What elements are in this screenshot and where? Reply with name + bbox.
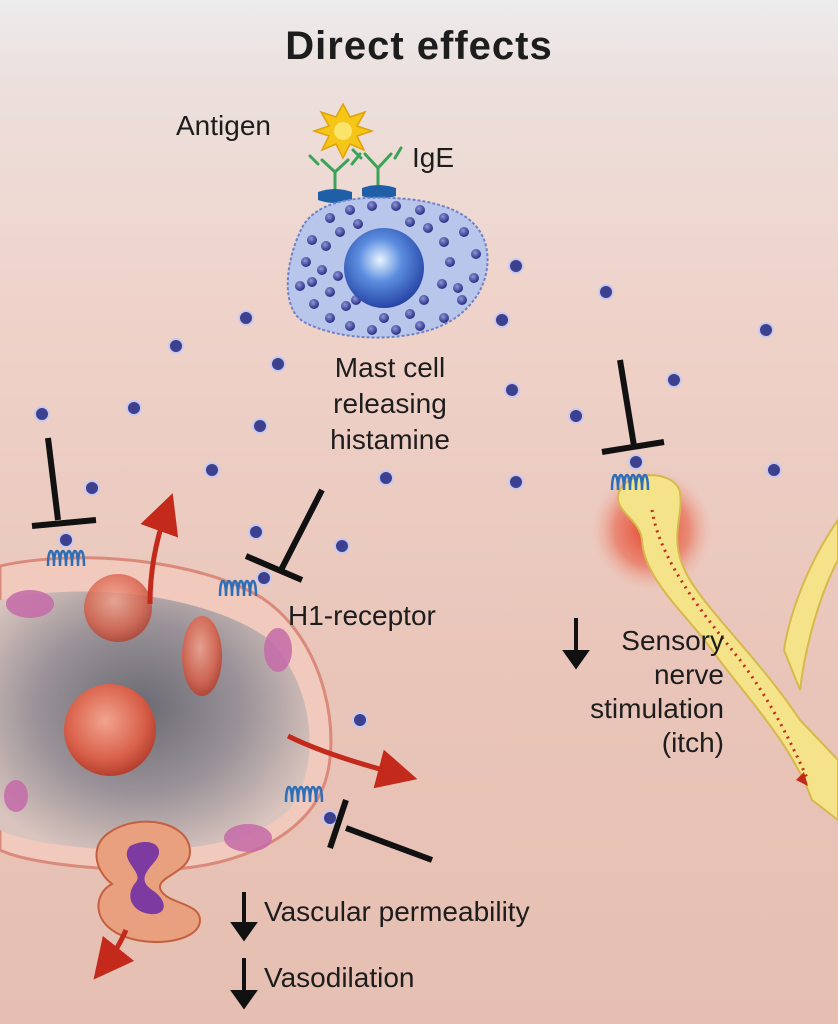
- diagram-title: Direct effects: [285, 24, 553, 68]
- sensory-nerve-icon: [590, 468, 838, 822]
- vasodilation-label: Vasodilation: [264, 962, 415, 993]
- h1-receptor-label: H1-receptor: [288, 600, 436, 631]
- mast-cell-label: Mast cell releasing histamine: [300, 350, 480, 458]
- sensory-label-line4: (itch): [661, 727, 724, 758]
- h1-receptors: [46, 473, 650, 803]
- fc-receptor-icon: [318, 185, 396, 203]
- mast-cell-label-line2: releasing: [333, 388, 447, 419]
- antigen-label: Antigen: [176, 110, 271, 141]
- sensory-label-line3: stimulation: [590, 693, 724, 724]
- sensory-label-line2: nerve: [653, 659, 724, 690]
- decrease-arrows: [230, 618, 590, 1010]
- sensory-nerve-label: Sensory nerve stimulation (itch): [540, 624, 724, 760]
- mast-cell-label-line1: Mast cell: [334, 352, 446, 383]
- blood-vessel-icon: [0, 556, 333, 943]
- antihistamine-blockers: [31, 359, 665, 863]
- vascular-permeability-label: Vascular permeability: [264, 896, 530, 927]
- ige-label: IgE: [412, 142, 455, 173]
- mast-cell-icon: [286, 196, 489, 339]
- red-arrows: [93, 493, 418, 980]
- ige-antibody-icon: [308, 146, 403, 192]
- sensory-label-line1: Sensory: [621, 625, 724, 656]
- antigen-icon: [311, 102, 375, 160]
- histamine-molecules: [34, 258, 782, 826]
- mast-cell-label-line3: histamine: [330, 424, 450, 455]
